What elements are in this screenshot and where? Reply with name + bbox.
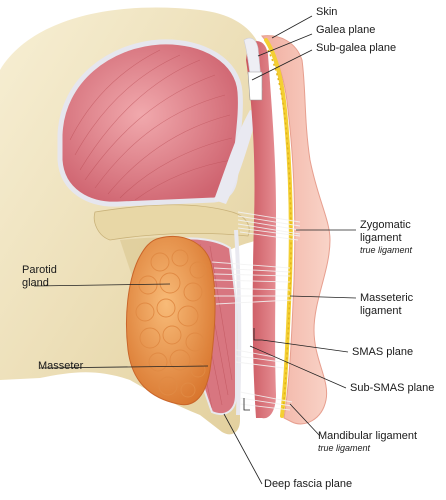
leader-deep-fascia [223, 413, 263, 485]
subcutaneous-fat [264, 38, 293, 418]
sub-smas-bracket [243, 398, 250, 411]
masseteric-line2: ligament [360, 305, 402, 317]
label-galea-plane: Galea plane [316, 24, 376, 36]
mandibular-note: true ligament [318, 443, 371, 453]
leader-masseter [39, 365, 209, 369]
label-sub-smas-plane: Sub-SMAS plane [350, 382, 435, 394]
parotid-line2: gland [22, 277, 49, 289]
masseteric-line1: Masseteric [360, 292, 414, 304]
label-zygomatic-ligament: Zygomatic ligament true ligament [360, 219, 412, 256]
zygomatic-ligament-fibers [237, 211, 301, 241]
zygomatic-ligament-line1: Zygomatic [360, 219, 411, 231]
label-masseter: Masseter [38, 360, 84, 372]
zygomatic-ligament-line2: ligament [360, 232, 402, 244]
masseteric-ligament-fibers [211, 261, 293, 305]
label-smas-plane: SMAS plane [352, 346, 414, 358]
label-deep-fascia-plane: Deep fascia plane [264, 478, 353, 490]
leader-subgalea [251, 49, 313, 81]
leader-skin [271, 15, 313, 39]
parotid-line1: Parotid [22, 264, 57, 276]
parotid-gland [126, 236, 216, 406]
temporal-fascia [214, 110, 258, 204]
temporalis-muscle [57, 39, 243, 207]
mandibular-line1: Mandibular ligament [318, 430, 418, 442]
leader-masseteric [289, 295, 357, 299]
label-parotid-gland: Parotid gland [22, 264, 57, 290]
label-mandibular-ligament: Mandibular ligament true ligament [318, 430, 417, 454]
temporalis-fibers [69, 49, 233, 201]
mandibular-ligament-fibers [239, 391, 293, 411]
subgalea-notch [247, 71, 263, 101]
zygomatic-arch [93, 204, 250, 241]
leader-galea [257, 33, 313, 57]
parotid-lobules [135, 249, 207, 398]
zygomatic-note: true ligament [360, 245, 413, 255]
smas-bracket [253, 328, 262, 341]
leader-parotid [33, 283, 171, 287]
smas-layer [246, 41, 276, 419]
label-skin: Skin [316, 6, 338, 18]
label-subgalea-plane: Sub-galea plane [316, 42, 397, 54]
leader-smas [261, 339, 349, 353]
deep-fascia-layer [234, 229, 242, 416]
leader-sub-smas [249, 345, 347, 389]
label-masseteric-ligament: Masseteric ligament [360, 292, 413, 318]
leader-mandibular [289, 403, 321, 437]
sub-smas-fibers [235, 349, 285, 369]
